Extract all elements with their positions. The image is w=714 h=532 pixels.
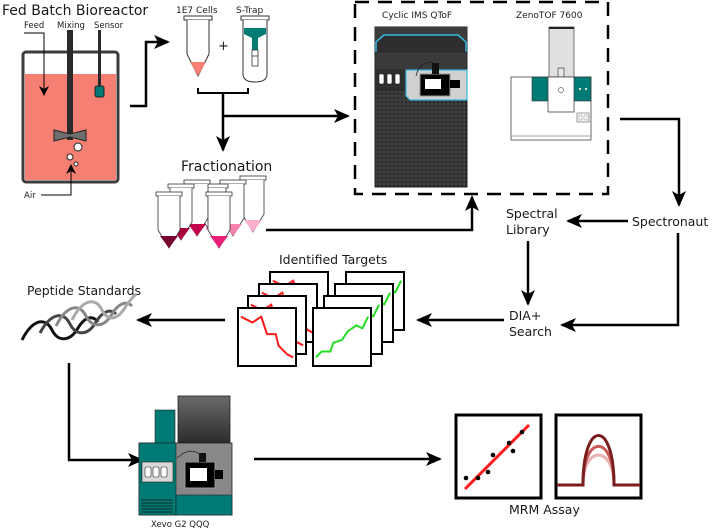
peptide-helix-icon — [20, 292, 138, 341]
dia-search-line1: DIA+ — [509, 308, 541, 323]
target-plot — [312, 307, 372, 367]
cells-label: 1E7 Cells — [176, 6, 218, 16]
bubble-icon — [73, 161, 79, 167]
impeller-icon — [53, 129, 87, 142]
cyclic-ims-top-trim — [375, 34, 467, 52]
fraction-tube-icon — [155, 191, 183, 249]
sensor-probe — [98, 30, 101, 88]
vial-icon — [386, 73, 393, 85]
identified-targets: Identified Targets — [136, 252, 405, 367]
calibration-point — [506, 440, 512, 446]
calibration-point — [510, 448, 516, 454]
fractionation: Fractionation — [155, 159, 479, 249]
fraction-tube-icon — [205, 191, 233, 249]
feed-label: Feed — [24, 21, 44, 31]
chromatogram-peak — [557, 434, 640, 487]
bubble-icon — [66, 153, 74, 161]
vial-icon — [144, 466, 152, 478]
zenotof-label: ZenoTOF 7600 — [516, 11, 583, 21]
mixing-shaft — [67, 30, 73, 140]
calibration-point — [519, 429, 525, 435]
vent-grille-icon — [141, 499, 173, 513]
spectral-library-line2: Library — [506, 222, 550, 237]
fractions-to-ms-arrow — [266, 195, 479, 232]
abundance-trace — [240, 315, 294, 359]
plus-sign: + — [218, 39, 229, 54]
calibration-line — [463, 423, 531, 491]
sample-prep: 1E7 Cells S-Trap + — [176, 6, 350, 152]
xevo-instrument: Xevo G2 QQQ — [138, 395, 442, 530]
spectronaut-to-dia-arrow — [560, 233, 680, 332]
peptides-to-xevo-arrow — [67, 363, 144, 467]
spectral-library-line1: Spectral — [506, 206, 558, 221]
dia-search-line2: Search — [509, 324, 552, 339]
vial-icon — [378, 73, 385, 85]
fraction-tube-icon — [239, 175, 267, 233]
ms-to-spectronaut-arrow — [620, 117, 686, 207]
target-plots — [237, 271, 405, 367]
air-arrow — [41, 164, 76, 196]
air-label: Air — [24, 191, 36, 201]
spectronaut-label: Spectronaut — [632, 214, 708, 229]
cyclic-ims-instrument: Cyclic IMS QToF — [374, 11, 468, 188]
peptide-standards: Peptide Standards — [20, 283, 144, 467]
mixing-label: Mixing — [57, 21, 85, 31]
target-plot — [237, 307, 297, 367]
feed-arrow — [24, 32, 49, 96]
cells-tube-icon — [183, 15, 213, 78]
bioreactor-title: Fed Batch Bioreactor — [2, 3, 148, 19]
sensor-label: Sensor — [94, 21, 124, 31]
calibration-point — [490, 452, 496, 458]
mrm-assay-label: MRM Assay — [509, 502, 580, 517]
bioreactor: Fed Batch Bioreactor Feed Mixing Sensor … — [2, 3, 170, 201]
calibration-points — [463, 429, 525, 481]
sensor-head-icon — [94, 85, 105, 98]
identified-targets-label: Identified Targets — [279, 252, 387, 267]
calibration-point — [475, 475, 481, 481]
calibration-point — [485, 469, 491, 475]
calibration-point — [463, 475, 469, 481]
bubble-icon — [73, 142, 83, 152]
cyclic-ims-label: Cyclic IMS QToF — [382, 11, 452, 21]
mrm-assay: MRM Assay — [454, 413, 643, 517]
zenotof-instrument: ZenoTOF 7600 — [510, 11, 592, 141]
xevo-label: Xevo G2 QQQ — [151, 520, 210, 530]
strap-tube-icon — [240, 15, 270, 83]
combine-bracket — [197, 88, 249, 94]
peptide-standards-label: Peptide Standards — [27, 283, 141, 298]
bioreactor-to-cells-arrow — [130, 35, 170, 108]
strap-label: S-Trap — [236, 6, 264, 16]
abundance-trace — [315, 316, 369, 359]
ms-instruments-box — [353, 0, 610, 196]
data-processing: Spectronaut Spectral Library DIA+ Search — [416, 117, 708, 339]
fraction-tubes — [155, 175, 267, 249]
vial-icon — [160, 466, 168, 478]
vial-icon — [152, 466, 160, 478]
vial-icon — [394, 73, 401, 85]
fractionation-label: Fractionation — [181, 159, 272, 175]
peaks — [557, 434, 640, 487]
